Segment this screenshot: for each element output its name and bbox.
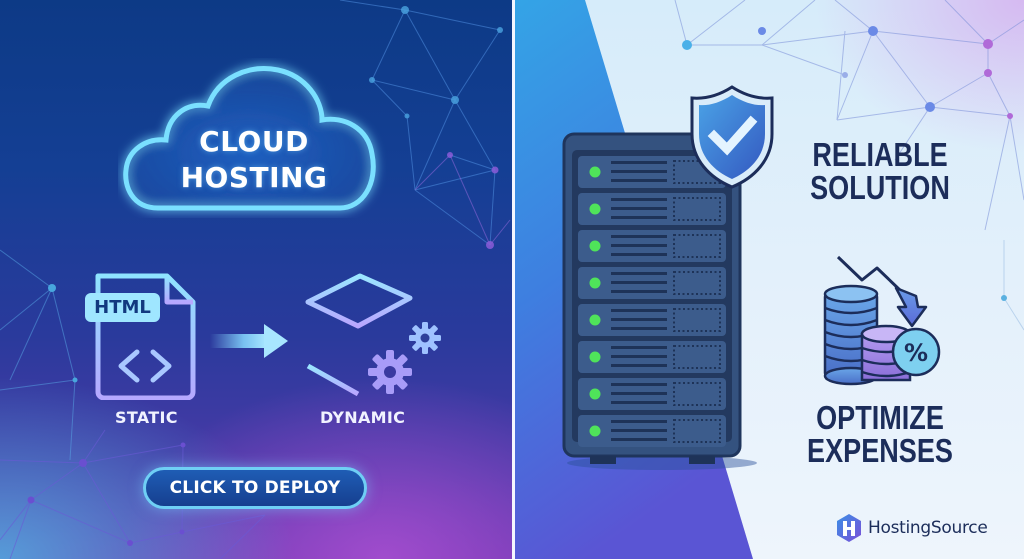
heading-line-optimize: OPTIMIZE	[816, 399, 944, 436]
brand-name: HostingSource	[868, 518, 988, 538]
dynamic-label: DYNAMIC	[320, 408, 406, 427]
shield-check-icon	[690, 85, 774, 189]
title-line-cloud: CLOUD	[199, 125, 309, 158]
cube-gears-icon	[305, 273, 441, 397]
arrow-right-icon	[210, 324, 288, 358]
server-rack-icon	[562, 132, 757, 470]
panel-divider	[512, 0, 515, 559]
optimize-expenses-heading: OPTIMIZE EXPENSES	[806, 401, 954, 467]
cloud-hosting-badge: CLOUD HOSTING	[118, 58, 390, 218]
left-panel: CLOUD HOSTING HTML	[0, 0, 512, 559]
hostingsource-brand[interactable]: HostingSource	[836, 512, 988, 544]
svg-text:%: %	[904, 339, 928, 367]
static-label: STATIC	[115, 408, 178, 427]
title-line-hosting: HOSTING	[180, 161, 328, 194]
cloud-outline-icon	[123, 66, 376, 211]
coins-percent-down-icon: %	[823, 255, 941, 386]
heading-line-solution: SOLUTION	[810, 169, 950, 206]
reliable-solution-heading: RELIABLE SOLUTION	[806, 138, 954, 204]
heading-line-expenses: EXPENSES	[807, 432, 953, 469]
click-to-deploy-button[interactable]: CLICK TO DEPLOY	[143, 467, 367, 509]
cloud-hosting-title: CLOUD HOSTING	[118, 124, 390, 196]
hostingsource-logo-icon	[837, 514, 861, 542]
html-badge: HTML	[85, 293, 160, 322]
heading-line-reliable: RELIABLE	[812, 136, 948, 173]
html-file-icon	[95, 273, 196, 400]
html-badge-label: HTML	[94, 297, 151, 318]
